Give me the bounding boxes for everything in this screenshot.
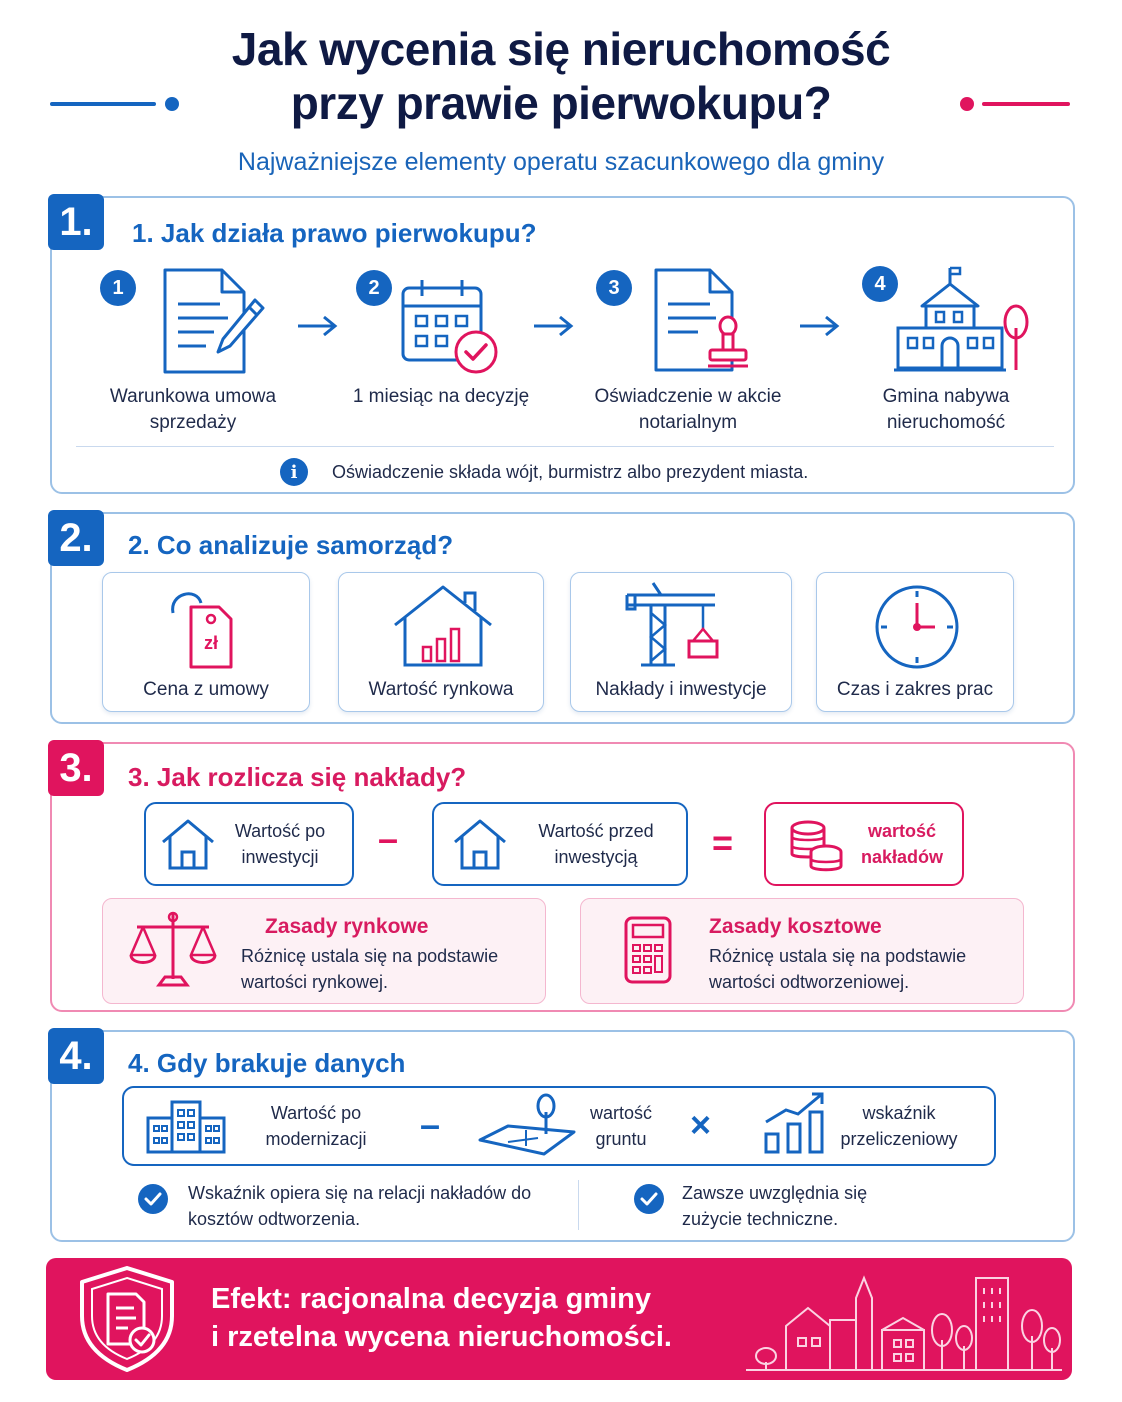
land-plot-icon <box>478 1092 578 1160</box>
step-label-1: Warunkowa umowa sprzedaży <box>109 386 277 433</box>
note-technical-wear: Zawsze uwzględnia się zużycie techniczne… <box>682 1183 868 1229</box>
effect-line1: Efekt: racjonalna decyzja gminy <box>211 1283 651 1315</box>
minus-operator: – <box>420 1104 441 1145</box>
decor-dot-left <box>165 97 179 111</box>
effect-line2: i rzetelna wycena nieruchomości. <box>211 1321 672 1353</box>
equals-operator: = <box>712 822 734 863</box>
arrow-right-icon <box>798 314 842 338</box>
step-number-2: 2 <box>356 270 392 306</box>
section-expense-settlement: 3. 3. Jak rozlicza się nakłady? Wartość … <box>48 740 1075 1012</box>
formula-result-expenses: wartość nakładów <box>764 802 964 886</box>
analysis-card-time-scope: Czas i zakres prac <box>816 572 1014 712</box>
analysis-card-contract-price: zł Cena z umowy <box>102 572 310 712</box>
note-divider <box>578 1180 579 1230</box>
section-title: 4. Gdy brakuje danych <box>128 1048 406 1078</box>
house-icon <box>452 816 508 872</box>
analysis-card-market-value: Wartość rynkowa <box>338 572 544 712</box>
house-chart-icon <box>389 583 499 669</box>
arrow-right-icon <box>532 314 576 338</box>
step-label-2: 1 miesiąc na decyzję <box>352 386 530 407</box>
card-label: Czas i zakres prac <box>836 679 994 700</box>
coins-stack-icon <box>788 818 846 874</box>
decor-line-left <box>50 102 156 106</box>
section-title: 3. Jak rozlicza się nakłady? <box>128 762 467 792</box>
info-icon: i <box>280 458 308 486</box>
page-title-line2: przy prawie pierwokupu? <box>290 77 832 129</box>
formula-term-c: wskaźnik przeliczeniowy <box>840 1103 958 1149</box>
formula-missing-data: Wartość po modernizacji – wartość gruntu… <box>122 1086 996 1166</box>
house-icon <box>160 816 216 872</box>
clock-icon <box>873 583 961 671</box>
city-skyline-icon <box>746 1268 1064 1374</box>
rule-card-market: Zasady rynkowe Różnicę ustala się na pod… <box>102 898 546 1004</box>
rule-title: Zasady rynkowe <box>265 915 429 938</box>
card-label: Wartość rynkowa <box>368 679 514 700</box>
section-missing-data: 4. 4. Gdy brakuje danych <box>48 1028 1075 1242</box>
section-title: 1. Jak działa prawo pierwokupu? <box>132 218 537 248</box>
step-number-4: 4 <box>862 266 898 302</box>
formula-term-a: Wartość po inwestycji <box>234 821 326 867</box>
step-label-4: Gmina nabywa nieruchomość <box>882 386 1010 433</box>
effect-text: Efekt: racjonalna decyzja gminy i rzetel… <box>211 1280 672 1356</box>
minus-operator: – <box>378 818 399 859</box>
apartment-building-icon <box>146 1100 226 1156</box>
note-index-basis: Wskaźnik opiera się na relacji nakładów … <box>188 1183 532 1229</box>
section-number-badge: 1. <box>48 194 104 250</box>
formula-result: wartość nakładów <box>860 821 944 867</box>
growth-chart-icon <box>762 1090 832 1156</box>
crane-icon <box>623 579 723 671</box>
analysis-card-investments: Nakłady i inwestycje <box>570 572 792 712</box>
shield-document-icon <box>72 1264 182 1374</box>
rule-card-cost: Zasady kosztowe Różnicę ustala się na po… <box>580 898 1024 1004</box>
formula-term-b: wartość gruntu <box>589 1103 652 1149</box>
check-circle-icon <box>634 1184 664 1214</box>
step-number-1: 1 <box>100 270 136 306</box>
rule-title: Zasady kosztowe <box>709 915 882 938</box>
section-number-badge: 2. <box>48 510 104 566</box>
price-tag-icon: zł <box>163 583 243 673</box>
page-title-line1: Jak wycenia się nieruchomość <box>231 23 891 75</box>
section-number-badge: 4. <box>48 1028 104 1084</box>
divider <box>76 446 1054 447</box>
tag-currency: zł <box>204 633 218 653</box>
section-what-municipality-analyzes: 2. 2. Co analizuje samorząd? zł Cena z u… <box>48 510 1075 724</box>
formula-value-after-investment: Wartość po inwestycji <box>144 802 354 886</box>
calculator-icon <box>623 915 673 985</box>
step-number-3: 3 <box>596 270 632 306</box>
effect-banner: Efekt: racjonalna decyzja gminy i rzetel… <box>46 1258 1072 1380</box>
town-hall-icon <box>894 264 1029 376</box>
card-label: Nakłady i inwestycje <box>595 679 767 700</box>
decor-line-right <box>982 102 1070 106</box>
decor-dot-right <box>960 97 974 111</box>
calendar-check-icon <box>400 276 500 376</box>
info-note: Oświadczenie składa wójt, burmistrz albo… <box>332 462 809 482</box>
rule-description: Różnicę ustala się na podstawie wartości… <box>709 946 967 992</box>
step-label-3: Oświadczenie w akcie notarialnym <box>594 386 782 433</box>
section-number-badge: 3. <box>48 740 104 796</box>
notary-stamp-icon <box>652 266 762 376</box>
contract-pen-icon <box>160 266 270 376</box>
scales-icon <box>129 909 219 989</box>
formula-value-before-investment: Wartość przed inwestycją <box>432 802 688 886</box>
check-circle-icon <box>138 1184 168 1214</box>
section-how-preemption-works: 1. 1. Jak działa prawo pierwokupu? 1 War… <box>48 194 1075 494</box>
card-label: Cena z umowy <box>143 679 269 700</box>
formula-term-a: Wartość po modernizacji <box>265 1103 367 1149</box>
arrow-right-icon <box>296 314 340 338</box>
multiply-operator: × <box>690 1104 712 1145</box>
section-title: 2. Co analizuje samorząd? <box>128 530 454 560</box>
formula-term-b: Wartość przed inwestycją <box>538 821 654 867</box>
page-subtitle: Najważniejsze elementy operatu szacunkow… <box>237 148 885 176</box>
rule-description: Różnicę ustala się na podstawie wartości… <box>241 946 499 992</box>
